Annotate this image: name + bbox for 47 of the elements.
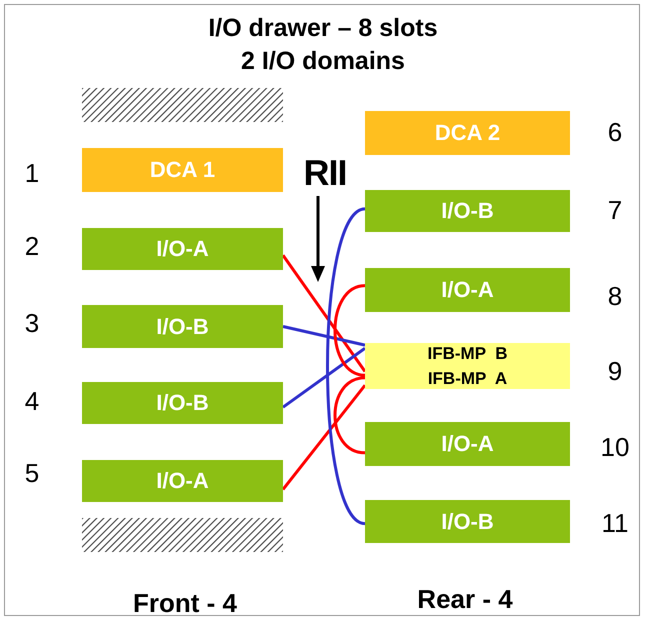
slot-number: 10 xyxy=(600,432,630,463)
slot-number: 2 xyxy=(24,231,40,262)
cable xyxy=(334,376,366,454)
cable xyxy=(282,384,366,490)
io-slot xyxy=(82,382,283,424)
slot-label: I/O-B xyxy=(441,198,494,224)
slot-number: 11 xyxy=(602,508,628,539)
io-slot xyxy=(365,422,570,466)
slot-label: IFB-MP B xyxy=(428,344,508,364)
slot-label: I/O-A xyxy=(441,277,494,303)
title: I/O drawer – 8 slots 2 I/O domains xyxy=(207,13,439,77)
slot-number: 9 xyxy=(608,356,622,387)
slot-number: 5 xyxy=(24,458,40,489)
io-slot xyxy=(365,268,570,312)
slot-label: I/O-B xyxy=(156,314,209,340)
cable xyxy=(282,254,366,372)
slot-label: DCA 2 xyxy=(434,120,500,146)
hatched-block xyxy=(82,88,283,122)
cable xyxy=(334,284,366,377)
hatched-block xyxy=(82,518,283,552)
rear-caption: Rear - 4 xyxy=(417,584,513,615)
slot-number: 3 xyxy=(24,308,40,339)
slot-label: I/O-B xyxy=(156,390,209,416)
io-slot xyxy=(82,305,283,348)
slot-number: 8 xyxy=(608,281,622,312)
power-slot xyxy=(82,148,283,192)
io-slot xyxy=(82,460,283,502)
slot-number: 6 xyxy=(608,117,622,148)
cable xyxy=(326,208,366,525)
cable xyxy=(282,347,366,408)
io-slot xyxy=(82,228,283,270)
cable xyxy=(282,325,366,347)
io-slot xyxy=(365,500,570,543)
slot-label: I/O-A xyxy=(156,468,209,494)
interface-slot xyxy=(365,364,570,389)
slot-number: 4 xyxy=(24,386,40,417)
slot-number: 7 xyxy=(608,195,622,226)
power-slot xyxy=(365,111,570,155)
slot-label: DCA 1 xyxy=(150,157,216,183)
io-slot xyxy=(365,190,570,232)
interface-slot xyxy=(365,343,570,364)
front-caption: Front - 4 xyxy=(133,588,237,619)
slot-label: I/O-B xyxy=(441,508,494,534)
slot-number: 1 xyxy=(24,158,40,189)
slot-label: IFB-MP A xyxy=(428,369,508,389)
slot-label: I/O-A xyxy=(156,236,209,262)
slot-label: I/O-A xyxy=(441,431,494,457)
